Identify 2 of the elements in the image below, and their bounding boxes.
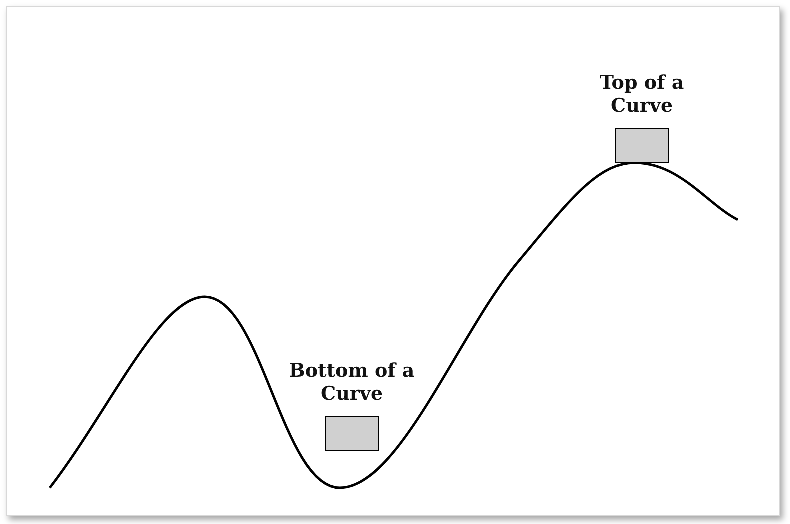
curve-label: Bottom of a Curve	[288, 360, 416, 406]
curve-label: Top of a Curve	[598, 72, 686, 118]
